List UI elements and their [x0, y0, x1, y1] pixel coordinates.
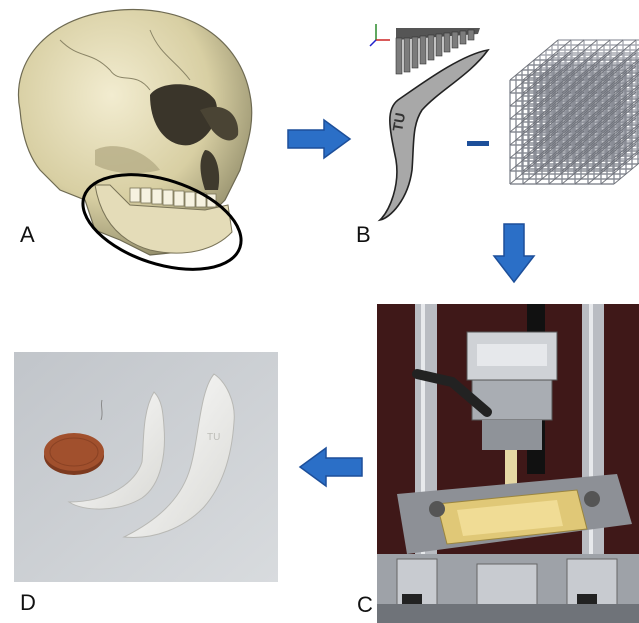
- minus-icon: [467, 141, 489, 146]
- panel-c-printer-photo: C: [377, 304, 639, 623]
- arrow-right-icon: [286, 118, 352, 160]
- panel-label-d: D: [20, 590, 36, 616]
- panel-label-b: B: [356, 222, 371, 248]
- skull-illustration: [0, 0, 280, 290]
- implant-logo-text: TU: [389, 111, 408, 132]
- printer-machine-illustration: [377, 304, 639, 623]
- implant-embossed-logo: TU: [207, 432, 220, 443]
- panel-label-c: C: [357, 592, 373, 618]
- lattice-cube: [510, 40, 639, 184]
- implant-cad-shape: [380, 50, 488, 220]
- panel-a-skull: A: [0, 0, 280, 290]
- axis-triad-icon: [370, 24, 390, 46]
- printed-implants-photo: TU: [14, 352, 278, 582]
- arrow-down-icon: [492, 222, 536, 284]
- panel-label-a: A: [20, 222, 35, 248]
- panel-d-printed-implants: TU D: [14, 352, 278, 582]
- arrow-left-icon: [298, 446, 364, 488]
